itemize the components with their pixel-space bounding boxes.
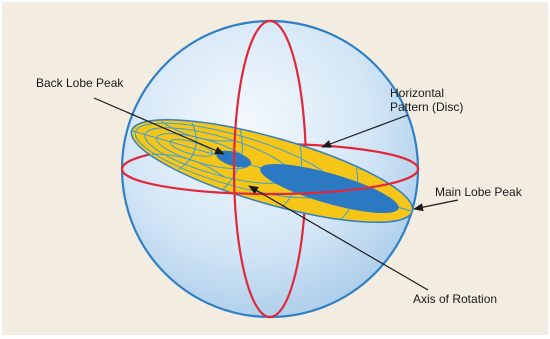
main-lobe-peak-label: Main Lobe Peak <box>435 185 522 199</box>
radiation-pattern-figure: Back Lobe Peak Horizontal Pattern (Disc)… <box>2 2 548 335</box>
horizontal-pattern-label: Horizontal Pattern (Disc) <box>390 86 463 114</box>
back-lobe-peak-label: Back Lobe Peak <box>36 76 124 90</box>
vertical-ring-front <box>232 19 271 319</box>
radiation-pattern-diagram <box>93 19 459 319</box>
main-lobe-arrow <box>413 199 459 212</box>
back-lobe-arrow <box>93 97 225 155</box>
horizontal-ring-front <box>120 168 420 196</box>
horizontal-pattern-label-line2: Pattern (Disc) <box>390 100 464 114</box>
horizontal-pattern-arrow <box>321 114 409 148</box>
horizontal-pattern-label-line1: Horizontal <box>390 86 445 100</box>
axis-of-rotation-arrow <box>248 185 429 291</box>
horizontal-pattern-disc <box>130 119 414 223</box>
main-lobe <box>260 163 399 214</box>
axis-of-rotation-label: Axis of Rotation <box>413 292 498 306</box>
